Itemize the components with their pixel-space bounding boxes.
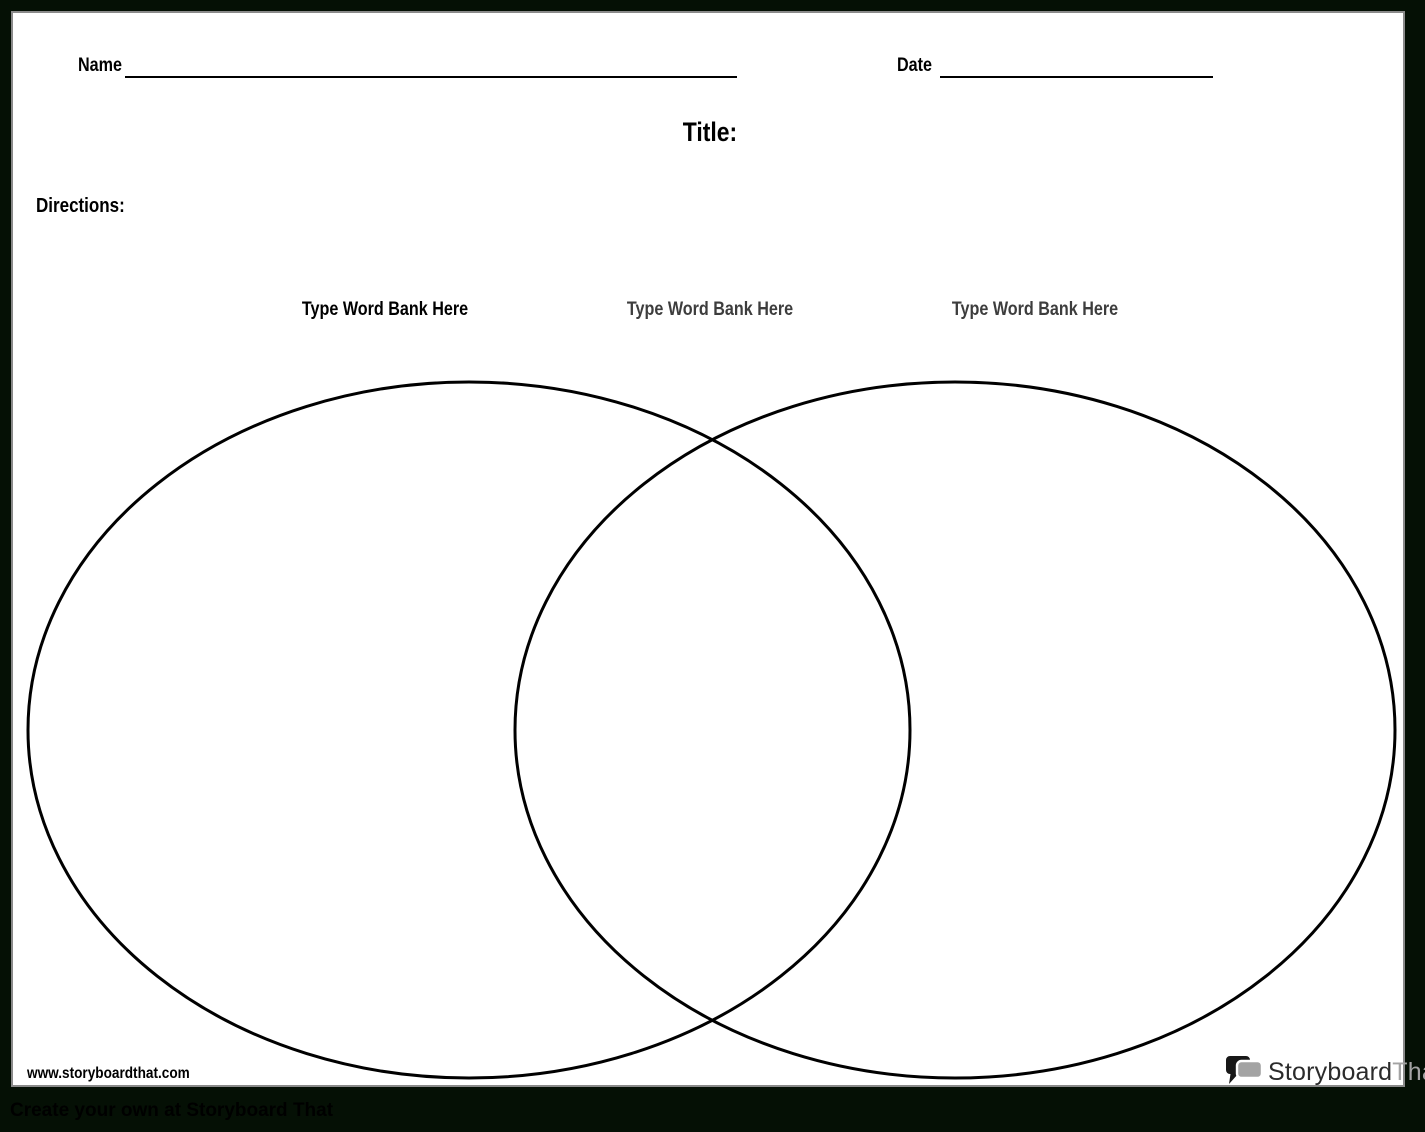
speech-bubbles-icon <box>1226 1056 1263 1084</box>
logo-wordmark-secondary: That <box>1392 1057 1425 1086</box>
website-url-text: www.storyboardthat.com <box>27 1065 190 1082</box>
website-url: www.storyboardthat.com <box>27 1065 218 1083</box>
worksheet-page: Name Date Title: Directions: Type Word B… <box>11 11 1425 1087</box>
name-label: Name <box>78 55 130 77</box>
directions-field[interactable]: Directions: <box>36 195 140 218</box>
venn-left-circle <box>26 380 912 1080</box>
word-bank-right-field[interactable]: Type Word Bank Here <box>937 299 1133 321</box>
logo-wordmark-primary: Storyboard <box>1268 1057 1393 1086</box>
venn-diagram <box>26 380 1397 1080</box>
word-bank-left-placeholder: Type Word Bank Here <box>301 299 469 320</box>
name-write-line <box>125 76 737 78</box>
venn-right-circle <box>513 380 1397 1080</box>
directions-label-text: Directions: <box>36 195 125 217</box>
date-label-text: Date <box>897 55 933 76</box>
word-bank-left-field[interactable]: Type Word Bank Here <box>287 299 483 321</box>
footer-tagline: Create your own at Storyboard That <box>10 1100 334 1121</box>
name-label-text: Name <box>78 55 122 76</box>
word-bank-middle-field[interactable]: Type Word Bank Here <box>612 299 808 321</box>
word-bank-right-placeholder: Type Word Bank Here <box>951 299 1119 320</box>
word-bank-middle-placeholder: Type Word Bank Here <box>626 299 794 320</box>
date-write-line <box>940 76 1213 78</box>
date-label: Date <box>897 55 938 77</box>
title-label-text: Title: <box>682 117 738 147</box>
title-field[interactable]: Title: <box>678 117 742 148</box>
